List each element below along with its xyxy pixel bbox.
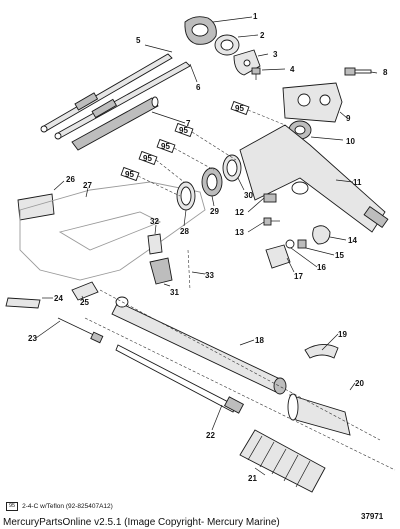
callout-7[interactable]: 7 — [186, 119, 191, 128]
part-20-grip-sleeve[interactable] — [287, 393, 351, 436]
lube-marker: 95 — [120, 166, 140, 182]
callout-numbers: 1 2 3 4 5 6 7 8 9 10 11 12 13 14 15 16 1… — [28, 12, 388, 483]
part-17-knob[interactable] — [265, 244, 291, 269]
svg-text:95: 95 — [161, 142, 170, 151]
part-14-knob[interactable] — [312, 225, 331, 245]
lubricant-legend: 95 2-4-C w/Teflon (92-825407A12) — [6, 502, 113, 511]
callout-10[interactable]: 10 — [346, 137, 355, 146]
part-12-bracket[interactable] — [263, 193, 277, 203]
callout-4[interactable]: 4 — [290, 65, 295, 74]
callout-11[interactable]: 11 — [353, 178, 362, 187]
part-21-grip[interactable] — [239, 429, 326, 493]
part-26-bracket[interactable] — [17, 193, 55, 221]
callout-1[interactable]: 1 — [253, 12, 258, 21]
part-28-ring[interactable] — [176, 181, 196, 211]
callout-15[interactable]: 15 — [335, 251, 344, 260]
callout-33[interactable]: 33 — [205, 271, 214, 280]
callout-23[interactable]: 23 — [28, 334, 37, 343]
svg-text:95: 95 — [143, 154, 152, 163]
part-30-ring[interactable] — [222, 154, 242, 182]
callout-26[interactable]: 26 — [66, 175, 75, 184]
lube-marker: 95 — [174, 122, 194, 138]
callout-12[interactable]: 12 — [235, 208, 244, 217]
lube-marker: 95 — [156, 138, 176, 154]
part-33-chain[interactable] — [187, 249, 191, 291]
part-13-screw[interactable] — [263, 217, 280, 226]
callout-21[interactable]: 21 — [248, 474, 257, 483]
part-19-cap[interactable] — [304, 344, 339, 359]
svg-text:95: 95 — [125, 170, 134, 179]
svg-text:95: 95 — [179, 126, 188, 135]
callout-14[interactable]: 14 — [348, 236, 357, 245]
lube-markers: 95 95 95 95 95 — [120, 100, 250, 182]
lube-marker: 95 — [230, 100, 250, 116]
callout-20[interactable]: 20 — [355, 379, 364, 388]
part-32-clip[interactable] — [147, 233, 163, 255]
callout-8[interactable]: 8 — [383, 68, 388, 77]
part-4-screw[interactable] — [251, 67, 261, 80]
callout-6[interactable]: 6 — [196, 83, 201, 92]
diagram-number: 37971 — [361, 512, 384, 521]
part-9-bracket[interactable] — [282, 82, 343, 123]
part-31-link[interactable] — [149, 257, 173, 285]
callout-25[interactable]: 25 — [80, 298, 89, 307]
part-11-tiller-arm[interactable] — [239, 124, 389, 233]
callout-5[interactable]: 5 — [136, 36, 141, 45]
assembly-lines — [84, 109, 396, 471]
part-25-clip[interactable] — [71, 281, 99, 301]
part-2-bushing[interactable] — [214, 34, 240, 56]
callout-9[interactable]: 9 — [346, 114, 351, 123]
part-7-sleeve[interactable] — [71, 96, 159, 151]
callout-32[interactable]: 32 — [150, 217, 159, 226]
part-24-clip[interactable] — [5, 297, 41, 309]
part-5-cable[interactable] — [40, 53, 173, 133]
part-22-cable[interactable] — [115, 344, 245, 414]
part-16-washer[interactable] — [285, 239, 295, 249]
lube-symbol: 95 — [6, 502, 19, 511]
callout-30[interactable]: 30 — [244, 191, 253, 200]
part-6-cable[interactable] — [54, 61, 191, 140]
part-15-spring[interactable] — [297, 239, 307, 249]
part-29-ring[interactable] — [201, 167, 223, 197]
callout-27[interactable]: 27 — [83, 181, 92, 190]
callout-31[interactable]: 31 — [170, 288, 179, 297]
copyright-footer: MercuryPartsOnline v2.5.1 (Image Copyrig… — [3, 517, 280, 528]
callout-29[interactable]: 29 — [210, 207, 219, 216]
callout-24[interactable]: 24 — [54, 294, 63, 303]
lube-legend-text: 2-4-C w/Teflon (92-825407A12) — [22, 503, 113, 510]
lube-marker: 95 — [138, 150, 158, 166]
part-8-bolt[interactable] — [344, 67, 372, 76]
callout-3[interactable]: 3 — [273, 50, 278, 59]
callout-17[interactable]: 17 — [294, 272, 303, 281]
callout-22[interactable]: 22 — [206, 431, 215, 440]
part-1-knob[interactable] — [184, 16, 217, 45]
leader-lines — [35, 16, 378, 476]
svg-text:95: 95 — [235, 104, 244, 113]
callout-13[interactable]: 13 — [235, 228, 244, 237]
callout-2[interactable]: 2 — [260, 31, 265, 40]
part-23-bolt[interactable] — [57, 317, 104, 344]
callout-19[interactable]: 19 — [338, 330, 347, 339]
part-18-shaft[interactable] — [111, 296, 287, 395]
callout-18[interactable]: 18 — [255, 336, 264, 345]
callout-28[interactable]: 28 — [180, 227, 189, 236]
part-27-swivel-bracket[interactable] — [19, 181, 206, 281]
callout-16[interactable]: 16 — [317, 263, 326, 272]
